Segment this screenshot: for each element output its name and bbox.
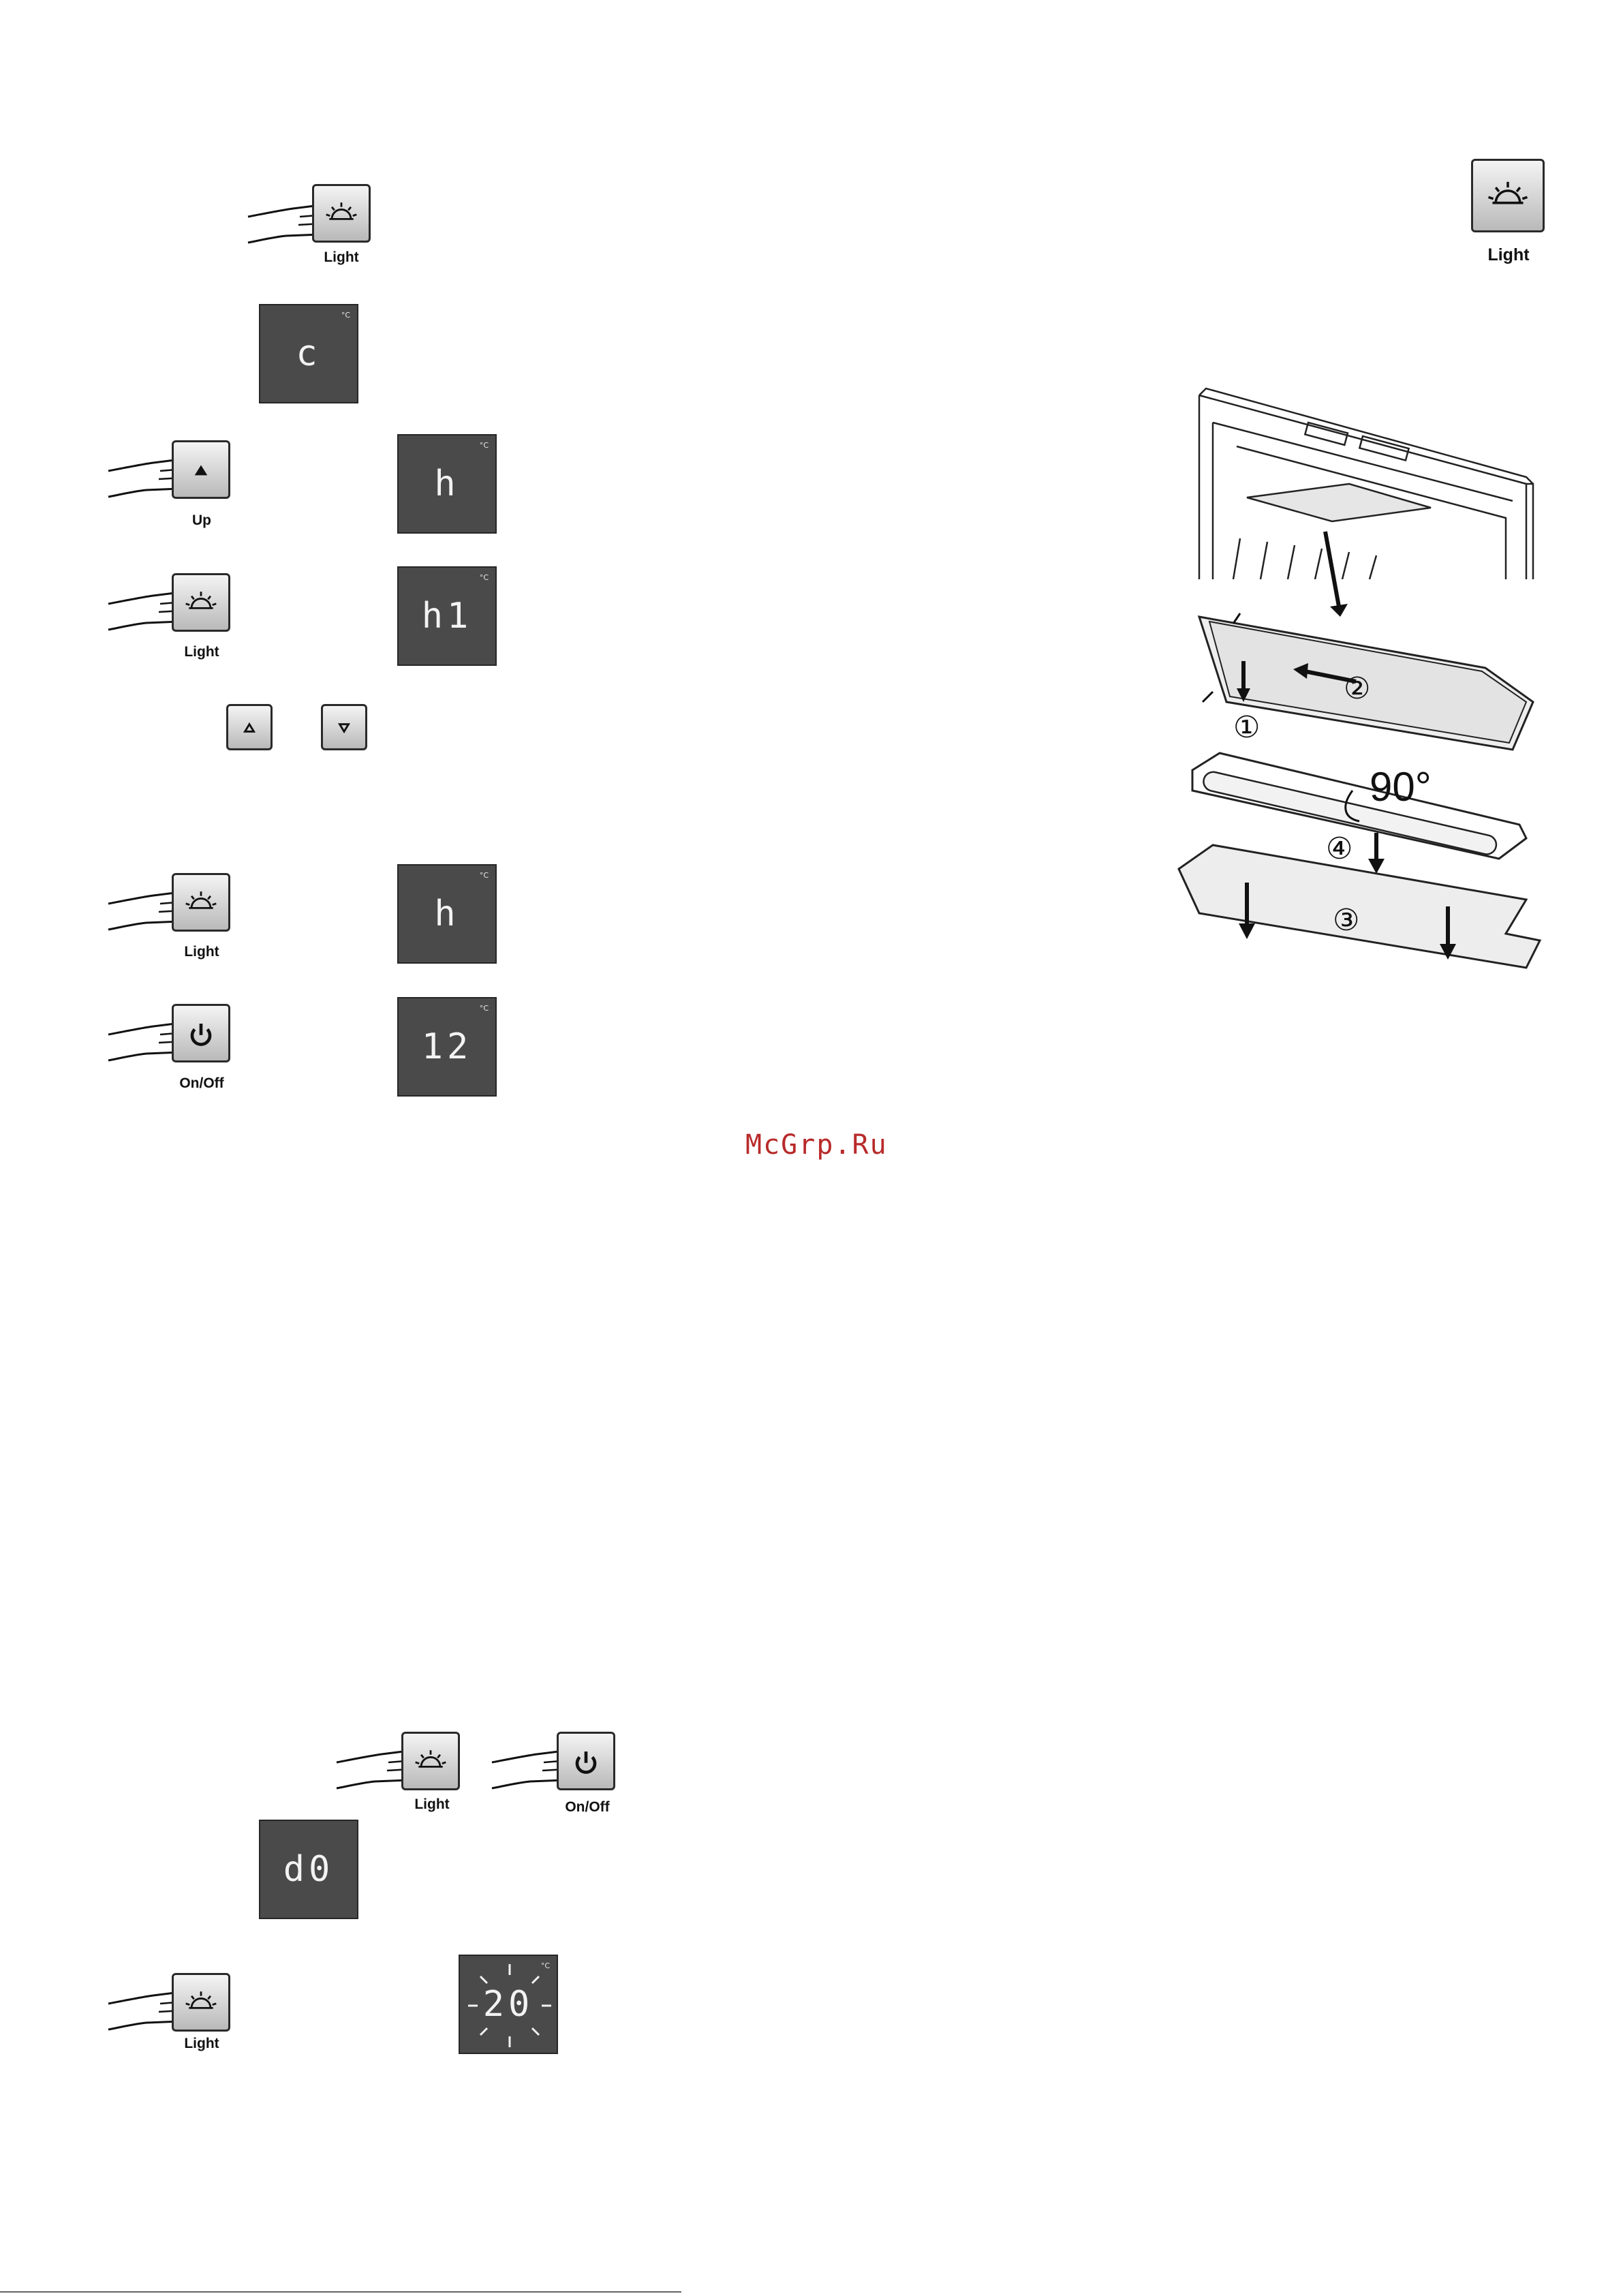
temperature-display: °C h1	[397, 566, 497, 666]
light-button[interactable]	[172, 1973, 230, 2032]
light-button[interactable]	[312, 184, 371, 243]
light-cover-removal-illustration: ① ② 90° ④ ③	[1172, 382, 1554, 1063]
onoff-button[interactable]	[172, 1004, 230, 1062]
light-button[interactable]	[1471, 159, 1545, 232]
light-label: Light	[1454, 245, 1563, 265]
down-button[interactable]	[321, 704, 367, 750]
light-label: Light	[377, 1796, 486, 1813]
light-icon	[403, 1734, 458, 1788]
svg-text:②: ②	[1344, 671, 1370, 706]
onoff-label: On/Off	[533, 1799, 642, 1816]
defrost-display: d0	[259, 1820, 358, 1919]
svg-text:③: ③	[1333, 903, 1359, 938]
light-label: Light	[147, 944, 256, 960]
arrow-down-icon	[323, 706, 365, 748]
light-button[interactable]	[401, 1732, 460, 1790]
light-icon	[174, 1975, 228, 2030]
light-icon	[174, 575, 228, 630]
onoff-button[interactable]	[557, 1732, 615, 1790]
up-button[interactable]	[226, 704, 273, 750]
power-icon	[559, 1734, 613, 1788]
light-label: Light	[147, 2036, 256, 2052]
onoff-label: On/Off	[147, 1075, 256, 1092]
svg-text:①: ①	[1233, 710, 1260, 745]
light-icon	[174, 875, 228, 930]
light-icon	[1473, 161, 1543, 230]
light-label: Light	[147, 644, 256, 660]
temperature-display: °C h	[397, 434, 497, 534]
light-icon	[314, 186, 369, 241]
footer-rule	[0, 2291, 681, 2293]
power-icon	[174, 1006, 228, 1060]
temperature-display: °C c	[259, 304, 358, 403]
arrow-up-icon	[228, 706, 270, 748]
light-label: Light	[287, 249, 396, 266]
watermark: McGrp.Ru	[745, 1129, 888, 1161]
svg-text:④: ④	[1326, 831, 1352, 866]
light-button[interactable]	[172, 573, 230, 632]
temperature-display: °C 12	[397, 997, 497, 1097]
svg-text:90°: 90°	[1370, 764, 1432, 810]
temperature-display-flashing: °C 20	[459, 1955, 558, 2054]
temperature-display: °C h	[397, 864, 497, 964]
arrow-up-icon	[174, 442, 228, 497]
up-label: Up	[147, 512, 256, 529]
light-button[interactable]	[172, 873, 230, 932]
flash-rays-icon	[460, 1956, 559, 2055]
up-button[interactable]	[172, 440, 230, 499]
